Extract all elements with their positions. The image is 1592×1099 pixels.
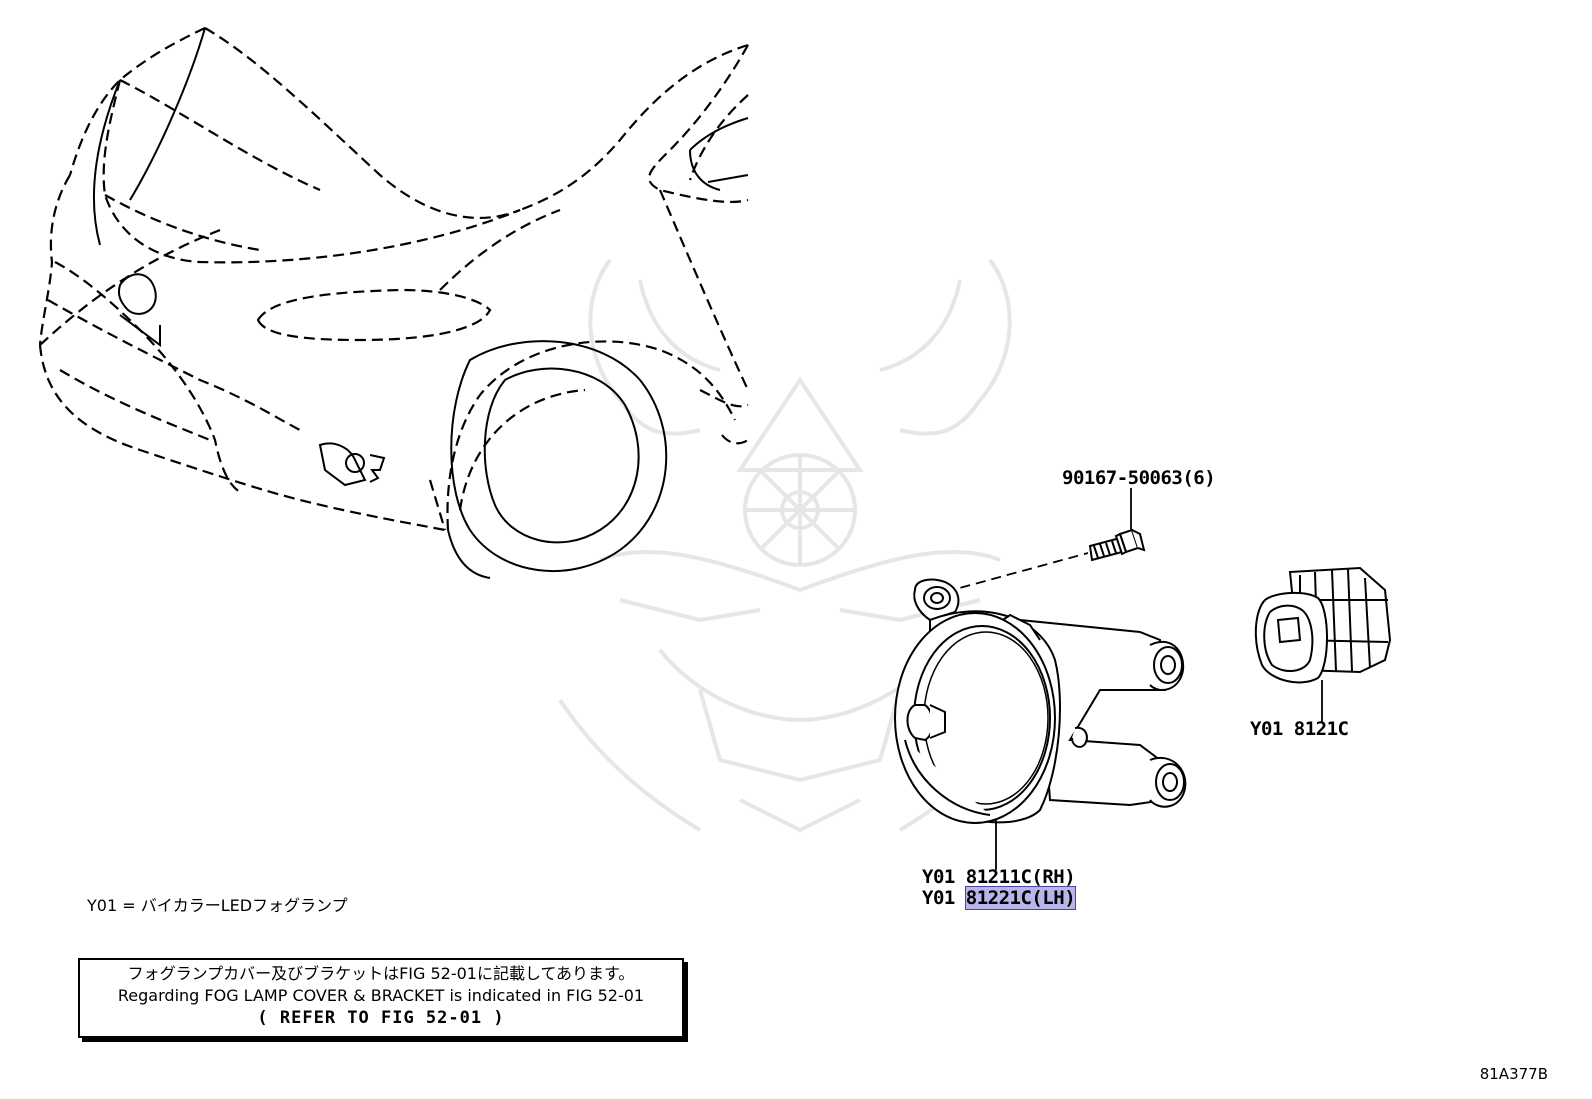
lamp-rh-callout[interactable]: Y01 81211C(RH) [922,866,1076,888]
bolt-part-number[interactable]: 90167-50063(6) [1062,467,1216,489]
lamp-lh-prefix: Y01 [922,887,955,909]
bolt-leaders [944,488,1132,593]
bulb-prefix: Y01 [1250,718,1283,740]
vehicle-front-outline [38,27,749,532]
note-english: Regarding FOG LAMP COVER & BRACKET is in… [117,986,645,1005]
legend-text: Y01 = バイカラーLEDフォグランプ [87,896,348,915]
lamp-lh-callout[interactable]: Y01 81221C(LH) [922,886,1077,910]
lamp-rh-part-number[interactable]: 81211C(RH) [965,866,1076,888]
bulb-part [1254,566,1392,684]
lamp-lh-part-number[interactable]: 81221C(LH) [964,886,1077,910]
note-box: フォグランプカバー及びブラケットはFIG 52-01に記載してあります。 Reg… [78,958,684,1038]
bolt-part [1088,528,1146,562]
bulb-callout[interactable]: Y01 8121C [1250,718,1349,740]
note-refer-link[interactable]: ( REFER TO FIG 52-01 ) [257,1008,505,1028]
bulb-part-number[interactable]: 8121C [1293,718,1349,740]
lamp-rh-prefix: Y01 [922,866,955,888]
vehicle-solid-lines [92,27,749,579]
figure-code: 81A377B [1479,1065,1548,1083]
fog-lamp-part [894,578,1187,824]
note-japanese: フォグランプカバー及びブラケットはFIG 52-01に記載してあります。 [127,964,635,983]
